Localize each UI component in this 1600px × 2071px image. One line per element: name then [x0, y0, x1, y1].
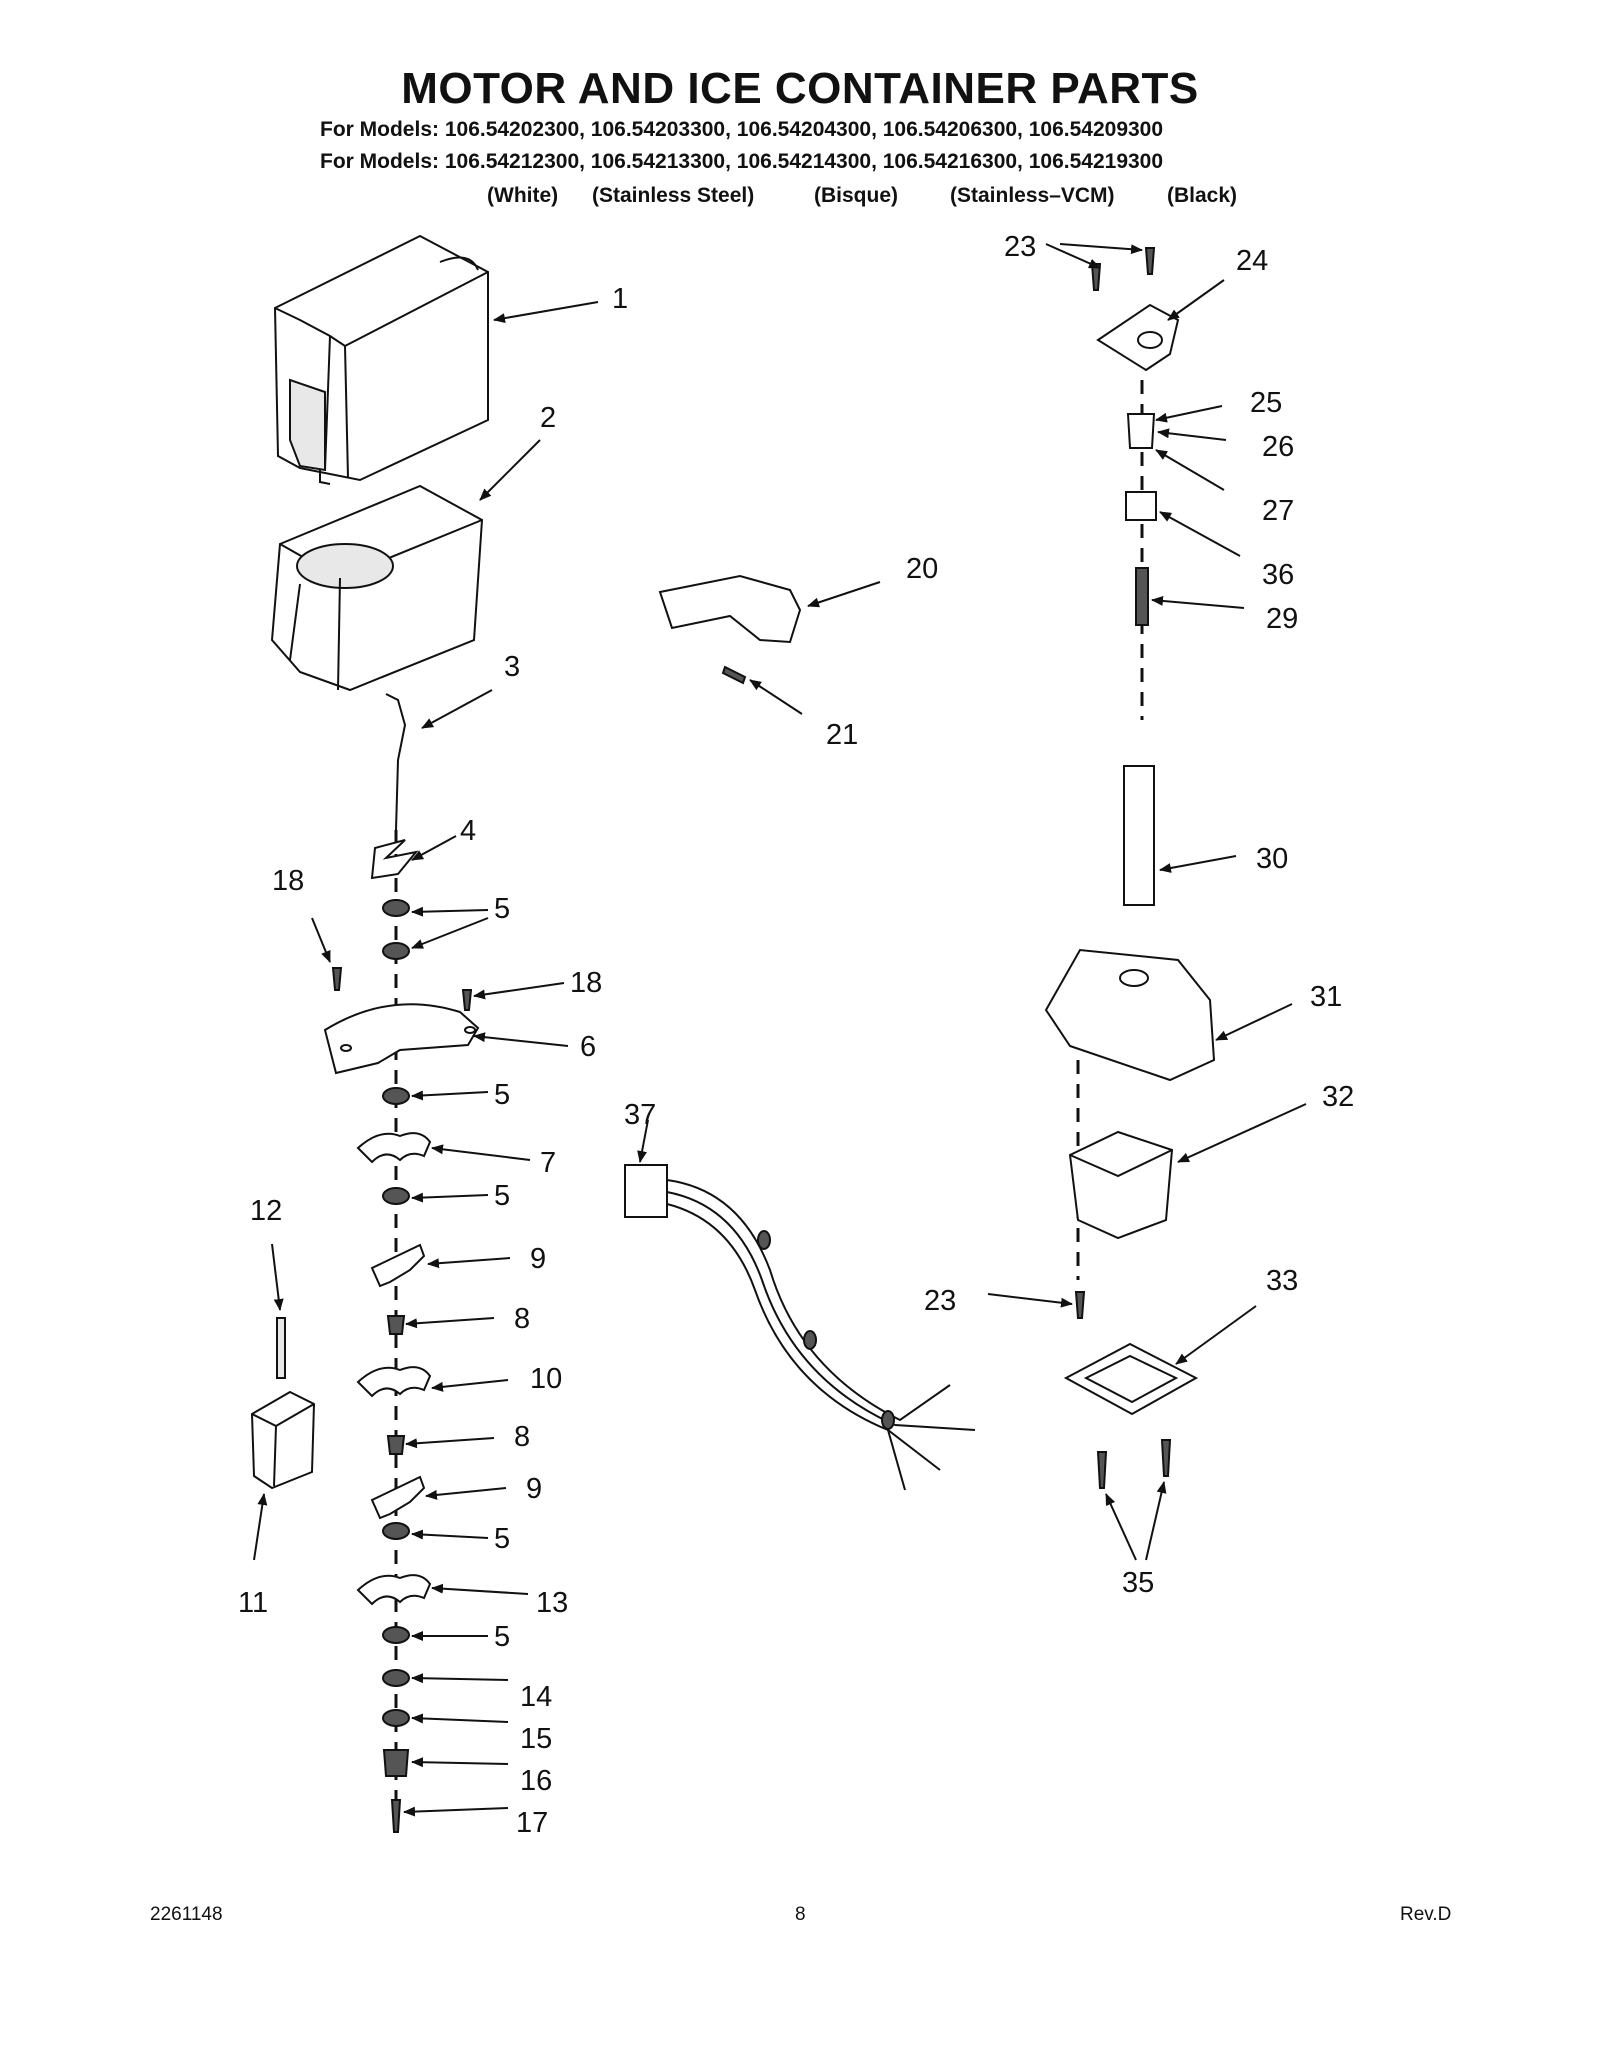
cutter-9-b: [370, 1475, 426, 1520]
screw-35-a: [1096, 1451, 1108, 1489]
callout-8-b: 8: [514, 1421, 530, 1453]
callout-5-d: 5: [494, 1180, 510, 1212]
callout-10: 10: [530, 1363, 562, 1395]
cutter-13: [356, 1574, 432, 1606]
callout-27: 27: [1262, 495, 1294, 527]
motor-housing-31: [1044, 948, 1216, 1082]
color-stainless-vcm: (Stainless–VCM): [950, 184, 1115, 207]
callout-7: 7: [540, 1147, 556, 1179]
color-stainless-steel: (Stainless Steel): [592, 184, 755, 207]
screw-18-right: [461, 989, 473, 1011]
callout-16: 16: [520, 1765, 552, 1797]
callout-5-e: 5: [494, 1523, 510, 1555]
part-ice-bucket: [273, 234, 489, 485]
callout-24: 24: [1236, 245, 1268, 277]
callout-12: 12: [250, 1195, 282, 1227]
callout-32: 32: [1322, 1081, 1354, 1113]
callout-21: 21: [826, 719, 858, 751]
leader-lines: [253, 243, 1307, 1817]
bracket-20: [658, 574, 802, 644]
bushing-8-b: [386, 1435, 406, 1455]
gasket-33: [1063, 1342, 1199, 1416]
motor-32: [1068, 1130, 1174, 1240]
page-number: 8: [795, 1904, 806, 1925]
washer-stack: [382, 899, 410, 1727]
cutter-10: [356, 1366, 432, 1398]
callout-5-f: 5: [494, 1621, 510, 1653]
callout-33: 33: [1266, 1265, 1298, 1297]
callout-23-b: 23: [924, 1285, 956, 1317]
wire-harness-37: [624, 1164, 976, 1491]
screw-18-left: [331, 967, 343, 991]
callout-2: 2: [540, 402, 556, 434]
cap-36: [1125, 491, 1157, 521]
callout-37: 37: [624, 1099, 656, 1131]
callout-17: 17: [516, 1807, 548, 1839]
cutter-7: [356, 1132, 432, 1164]
color-black: (Black): [1167, 184, 1238, 207]
callout-36: 36: [1262, 559, 1294, 591]
pin-12: [276, 1317, 286, 1379]
part-6-plate: [323, 1003, 480, 1075]
part-bail-wire: [385, 693, 407, 831]
document-number: 2261148: [150, 1904, 223, 1925]
callout-13: 13: [536, 1587, 568, 1619]
callout-9-b: 9: [526, 1473, 542, 1505]
revision-label: Rev.D: [1400, 1904, 1452, 1925]
color-bisque: (Bisque): [814, 184, 898, 207]
bushing-8-a: [386, 1315, 406, 1335]
part-16: [382, 1749, 410, 1777]
part-25-26: [1126, 413, 1156, 449]
part-ice-container-front: [270, 484, 484, 692]
callout-4: 4: [460, 815, 476, 847]
callout-18-b: 18: [570, 967, 602, 999]
callout-5-a: 5: [494, 893, 510, 925]
callout-18-a: 18: [272, 865, 304, 897]
page-title: MOTOR AND ICE CONTAINER PARTS: [401, 64, 1199, 113]
callout-8-a: 8: [514, 1303, 530, 1335]
callout-26: 26: [1262, 431, 1294, 463]
callout-9-a: 9: [530, 1243, 546, 1275]
callout-29: 29: [1266, 603, 1298, 635]
callout-6: 6: [580, 1031, 596, 1063]
callout-5-c: 5: [494, 1079, 510, 1111]
callout-30: 30: [1256, 843, 1288, 875]
shaft-30: [1123, 765, 1155, 906]
model-colors: (White) (Stainless Steel) (Bisque) (Stai…: [0, 184, 1600, 214]
callout-labels: 1 2 3 4 5 5 18 18 6 5 7 5 9 8 10 8 9 5 1…: [238, 231, 1354, 1839]
callout-23-a: 23: [1004, 231, 1036, 263]
screw-17: [390, 1799, 402, 1833]
callout-15: 15: [520, 1723, 552, 1755]
block-11: [250, 1390, 316, 1490]
callout-3: 3: [504, 651, 520, 683]
callout-20: 20: [906, 553, 938, 585]
callout-25: 25: [1250, 387, 1282, 419]
screw-23-b: [1144, 247, 1156, 275]
callout-11: 11: [238, 1587, 268, 1619]
cutter-9-a: [370, 1243, 426, 1288]
models-line-2: For Models: 106.54212300, 106.54213300, …: [320, 150, 1164, 173]
part-4: [370, 839, 419, 880]
screw-35-b: [1160, 1439, 1172, 1477]
color-white: (White): [487, 184, 559, 207]
models-line-1: For Models: 106.54202300, 106.54203300, …: [320, 118, 1164, 141]
callout-14: 14: [520, 1681, 552, 1713]
callout-1: 1: [612, 283, 628, 315]
spring-29: [1135, 567, 1149, 626]
callout-31: 31: [1310, 981, 1342, 1013]
screw-23-c: [1074, 1291, 1086, 1319]
callout-35: 35: [1122, 1567, 1154, 1599]
spring-21: [721, 665, 747, 685]
